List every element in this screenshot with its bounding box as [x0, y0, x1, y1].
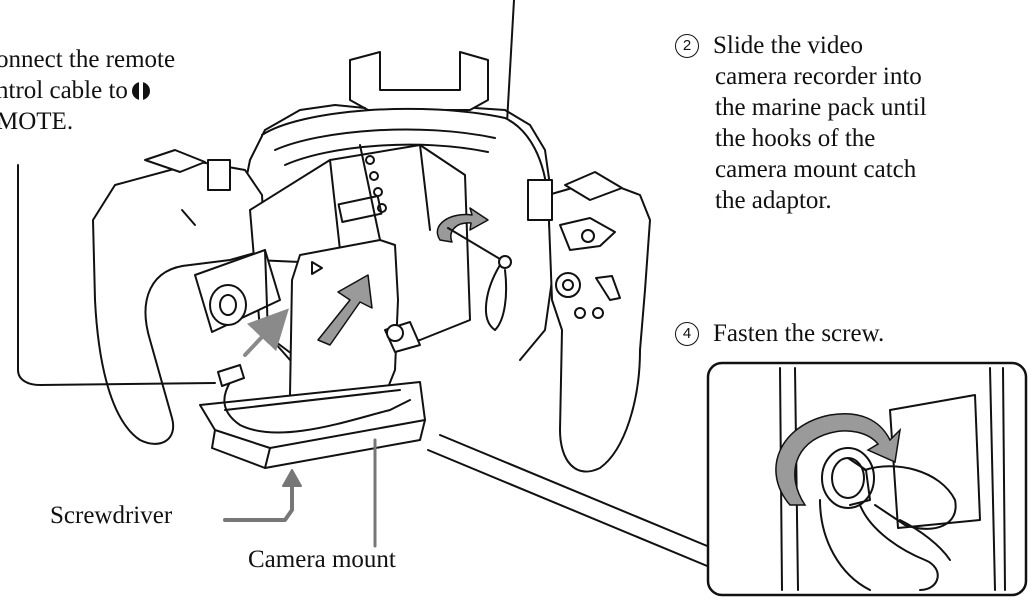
step-number-4: 4 [675, 322, 699, 346]
step-remote-line-2: ntrol cable to [0, 77, 128, 104]
step-fasten-screw: 4 Fasten the screw. [675, 318, 884, 349]
step-slide-line-5: camera mount catch [675, 154, 927, 185]
camera-mount [200, 382, 425, 468]
step-remote-cable: onnect the remote ntrol cable to MOTE. [0, 44, 175, 137]
step-fasten-text: Fasten the screw. [713, 320, 884, 347]
step-remote-line-1: onnect the remote [0, 44, 175, 75]
screwdriver-pointer [225, 482, 292, 520]
step-slide-camera: 2 Slide the video camera recorder into th… [675, 30, 927, 216]
remote-jack-icon [132, 82, 150, 100]
camera-mount-label: Camera mount [248, 544, 396, 575]
step-slide-line-3: the marine pack until [675, 92, 927, 123]
step-slide-line-2: camera recorder into [675, 61, 927, 92]
detail-line-bottom [428, 450, 712, 568]
step-slide-line-6: the adaptor. [675, 185, 927, 216]
screwdriver-label: Screwdriver [50, 500, 172, 531]
step-number-2: 2 [675, 34, 699, 58]
step-slide-line-4: the hooks of the [675, 123, 927, 154]
detail-inset [708, 363, 1026, 595]
step-remote-line-3: MOTE. [0, 106, 175, 137]
step-slide-line-1: Slide the video [713, 32, 863, 59]
